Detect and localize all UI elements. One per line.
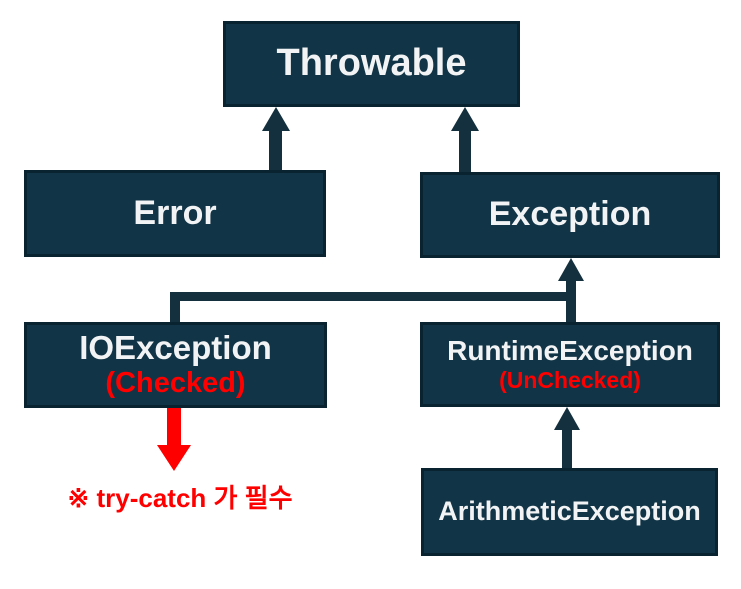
arrow-exception-to-throwable xyxy=(451,107,479,173)
node-exception: Exception xyxy=(420,172,720,258)
node-throwable: Throwable xyxy=(223,21,520,107)
connector-ioexception-to-exception xyxy=(170,292,576,323)
node-arithmeticexception: ArithmeticException xyxy=(421,468,718,556)
node-runtimeexception-unchecked-tag: (UnChecked) xyxy=(499,367,641,394)
arrow-error-to-throwable xyxy=(262,107,290,171)
node-exception-label: Exception xyxy=(488,195,652,234)
arrow-runtime-to-exception xyxy=(558,258,584,323)
node-ioexception: IOException (Checked) xyxy=(24,322,327,408)
node-error-label: Error xyxy=(133,193,217,232)
node-runtimeexception: RuntimeException (UnChecked) xyxy=(420,322,720,407)
node-throwable-label: Throwable xyxy=(276,42,467,85)
arrow-arithmetic-to-runtime xyxy=(554,407,580,469)
try-catch-required-note: ※ try-catch 가 필수 xyxy=(67,483,293,513)
node-error: Error xyxy=(24,170,326,257)
node-ioexception-label: IOException xyxy=(79,329,272,367)
node-runtimeexception-label: RuntimeException xyxy=(447,335,693,367)
arrow-ioexception-to-annotation xyxy=(157,407,191,471)
node-arithmeticexception-label: ArithmeticException xyxy=(438,496,701,527)
node-ioexception-checked-tag: (Checked) xyxy=(105,367,246,400)
